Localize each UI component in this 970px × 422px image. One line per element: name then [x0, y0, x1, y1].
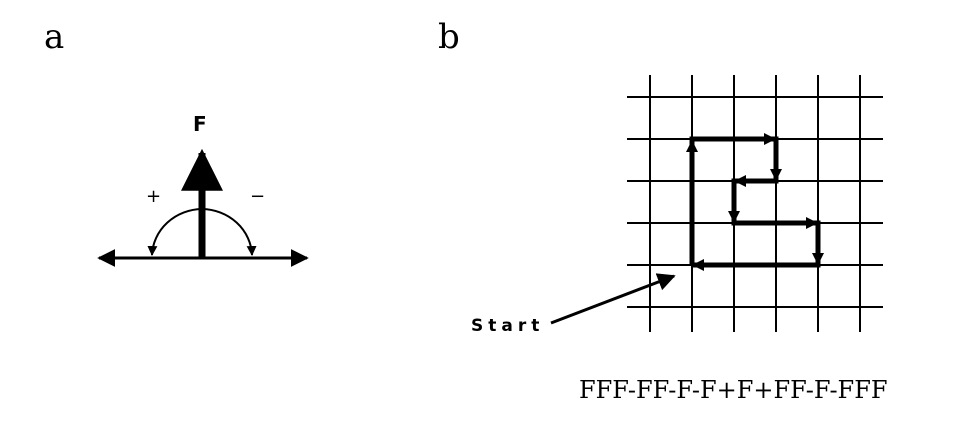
minus-label: −	[250, 186, 266, 207]
arrowhead-right	[806, 217, 818, 229]
start-label: Start	[471, 316, 545, 336]
start-pointer-arrow	[550, 273, 676, 325]
forward-label: F	[193, 112, 207, 136]
grid	[627, 75, 883, 332]
turtle-command-string: FFF-FF-F-F+F+FF-F-FFF	[579, 376, 888, 404]
panel-a-label: a	[44, 17, 65, 57]
plus-label: +	[146, 186, 162, 207]
arrowhead-down	[728, 211, 740, 223]
panel-b-label: b	[438, 17, 460, 57]
arrowhead-down	[812, 253, 824, 265]
arrowhead-up	[686, 140, 698, 152]
arrowhead-down	[770, 169, 782, 181]
minus-turn-arc	[201, 208, 257, 256]
arrowhead-right	[764, 133, 776, 145]
path-line	[689, 136, 821, 268]
arrowhead-left	[692, 259, 704, 271]
turtle-path	[689, 136, 821, 268]
turn-diagram	[97, 148, 309, 267]
arrowhead-left	[734, 175, 746, 187]
plus-turn-arc	[147, 208, 203, 256]
path-arrowheads	[686, 133, 824, 271]
